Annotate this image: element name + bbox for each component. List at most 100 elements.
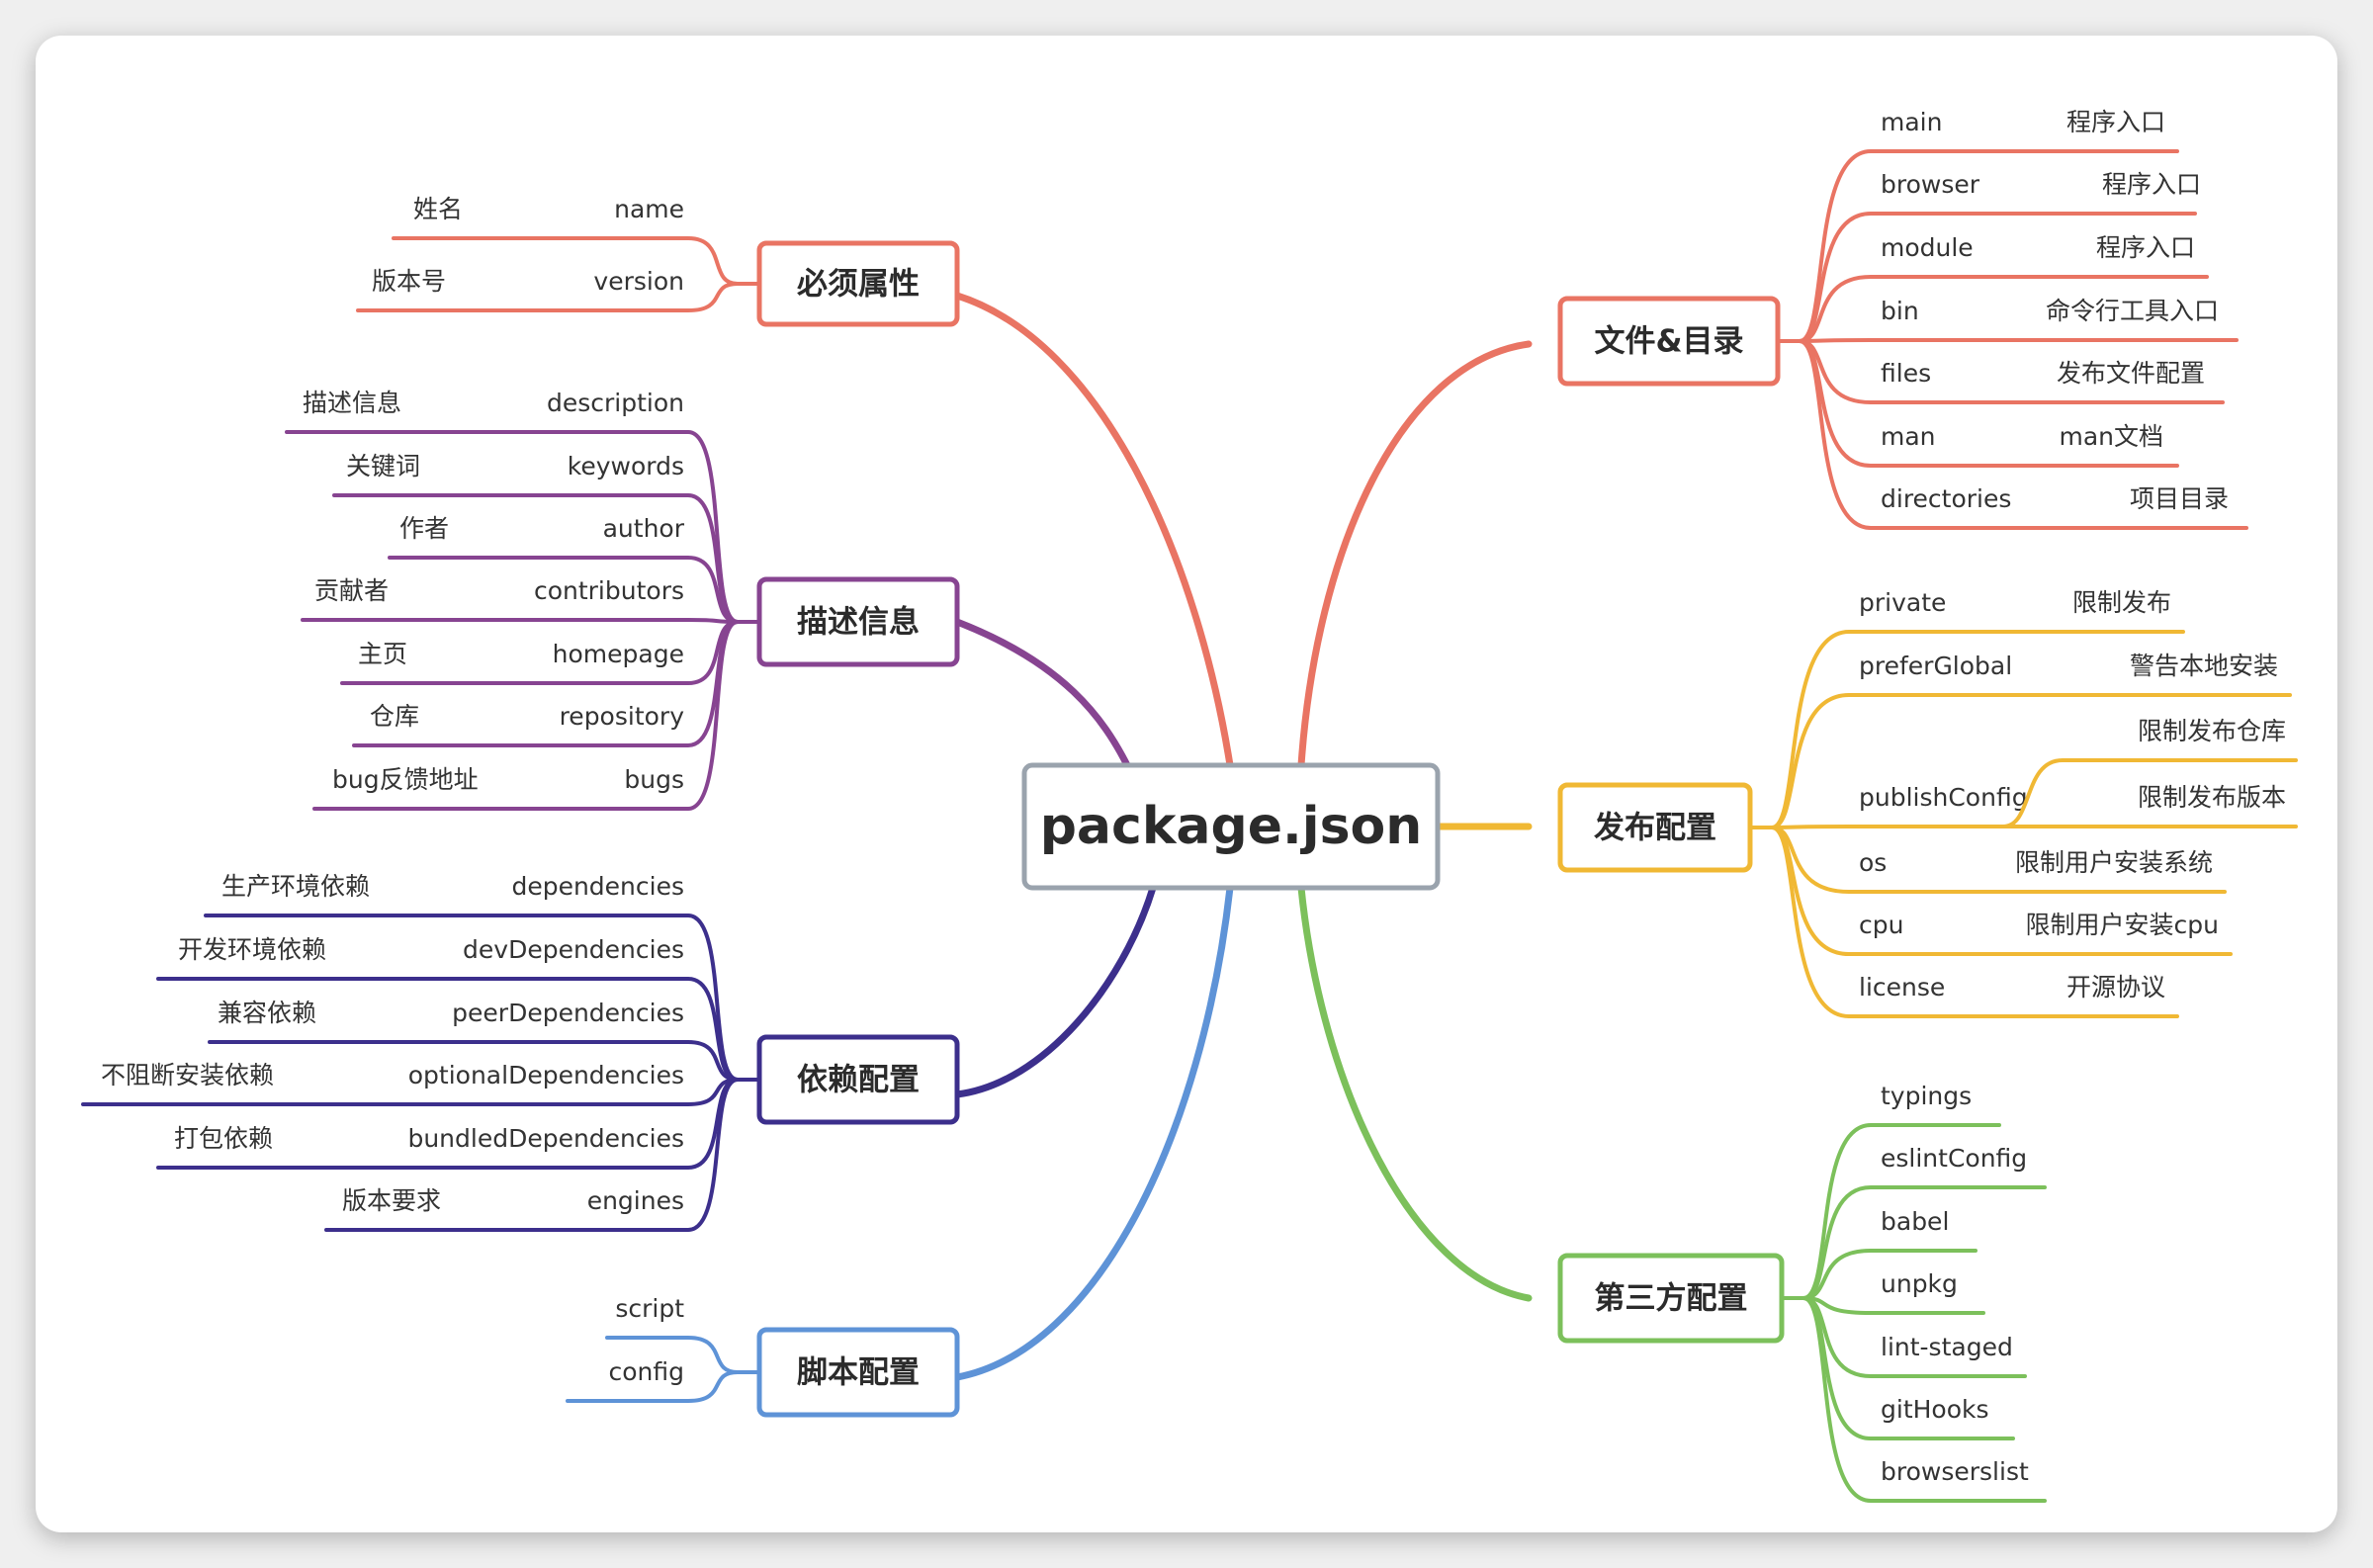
leaf-key: keywords xyxy=(568,452,684,480)
screenshot-frame: package.json 必须属性 name 姓名 version 版本号描述信息 desc… xyxy=(36,36,2337,1532)
leaf-connector xyxy=(1770,825,2005,829)
leaf-key: author xyxy=(603,514,685,543)
leaf-desc: 生产环境依赖 xyxy=(221,872,370,901)
leaf-key: bugs xyxy=(624,765,684,794)
leaf-key: config xyxy=(608,1357,684,1386)
leaf-key: homepage xyxy=(553,640,684,668)
leaf-desc: 版本号 xyxy=(372,267,446,296)
leaf-desc: 警告本地安装 xyxy=(2130,652,2278,680)
leaf-key: version xyxy=(593,267,684,296)
leaf-desc: 兼容依赖 xyxy=(218,999,316,1027)
leaf-connector xyxy=(208,1040,740,1082)
leaf-desc: 作者 xyxy=(399,514,449,543)
branch-connector-third_party xyxy=(1297,884,1533,1302)
leaf-connector xyxy=(332,493,740,624)
leaf-key: babel xyxy=(1881,1207,1949,1236)
sub-leaf-label: 限制发布版本 xyxy=(2138,783,2286,812)
leaf-desc: 限制用户安装cpu xyxy=(2026,911,2219,939)
leaf-key: name xyxy=(614,195,684,223)
leaf-desc: 开发环境依赖 xyxy=(178,935,326,964)
leaf-connector xyxy=(1798,338,2239,343)
branch-connector-description xyxy=(953,618,1132,771)
branch-connector-files xyxy=(1297,340,1533,769)
leaf-connector xyxy=(156,977,740,1082)
branch-label-publish: 发布配置 xyxy=(1593,811,1716,846)
leaf-desc: man文档 xyxy=(2059,422,2163,451)
sub-leaf-connector xyxy=(2001,758,2298,828)
leaf-key: module xyxy=(1881,233,1974,262)
connector-layer xyxy=(953,292,1533,1381)
leaf-desc: 主页 xyxy=(358,640,407,668)
branch-connector-scripts xyxy=(953,884,1234,1381)
leaf-desc: 限制发布 xyxy=(2072,588,2171,617)
leaf-key: dependencies xyxy=(511,872,684,901)
leaf-key: devDependencies xyxy=(463,935,684,964)
leaf-key: description xyxy=(547,389,684,417)
leaf-key: license xyxy=(1859,973,1945,1002)
leaf-key: typings xyxy=(1881,1082,1972,1110)
leaf-desc: 发布文件配置 xyxy=(2057,359,2205,388)
branch-dependencies: 依赖配置 xyxy=(756,1034,960,1125)
branch-label-scripts: 脚本配置 xyxy=(797,1355,920,1391)
branch-scripts: 脚本配置 xyxy=(756,1327,960,1418)
leaf-connector xyxy=(1770,826,2179,1018)
leaf-connector xyxy=(1770,693,2292,829)
branch-label-dependencies: 依赖配置 xyxy=(797,1063,920,1098)
leaf-desc: 关键词 xyxy=(346,452,420,480)
leaf-key: browser xyxy=(1881,170,1980,199)
leaf-connector xyxy=(1802,1249,1978,1300)
leaf-key: eslintConfig xyxy=(1881,1144,2027,1173)
root-node: package.json xyxy=(1021,762,1441,891)
leaf-connector xyxy=(388,556,740,624)
branch-description: 描述信息 xyxy=(756,576,960,667)
leaf-connector xyxy=(356,282,740,312)
leaf-desc: 描述信息 xyxy=(303,389,401,417)
leaf-connector xyxy=(1802,1185,2047,1300)
leaf-key: script xyxy=(615,1294,684,1323)
branch-label-description: 描述信息 xyxy=(797,605,920,641)
leaf-key: optionalDependencies xyxy=(408,1061,684,1089)
leaf-connector xyxy=(605,1336,740,1374)
leaf-connector xyxy=(392,236,740,286)
leaf-desc: 项目目录 xyxy=(2130,484,2229,513)
leaf-desc: 限制用户安装系统 xyxy=(2015,848,2213,877)
leaf-key: browserslist xyxy=(1881,1457,2029,1486)
leaf-key: unpkg xyxy=(1881,1269,1958,1298)
leaf-key: peerDependencies xyxy=(452,999,684,1027)
leaf-desc: 仓库 xyxy=(370,702,419,731)
leaf-desc: 打包依赖 xyxy=(174,1124,273,1153)
leaf-desc: 不阻断安装依赖 xyxy=(101,1061,274,1089)
leaf-connector xyxy=(1798,339,2248,530)
leaf-key: publishConfig xyxy=(1859,783,2028,812)
branch-label-required: 必须属性 xyxy=(797,267,920,303)
leaf-connector xyxy=(566,1370,740,1403)
branch-connector-dependencies xyxy=(953,884,1157,1098)
leaf-connector xyxy=(1798,212,2197,343)
branch-connector-required xyxy=(953,292,1234,769)
leaf-key: private xyxy=(1859,588,1946,617)
root-box xyxy=(1021,762,1441,891)
root-label: package.json xyxy=(1040,797,1423,856)
leaf-key: gitHooks xyxy=(1881,1395,1989,1424)
leaf-key: man xyxy=(1881,422,1936,451)
branch-label-files: 文件&目录 xyxy=(1594,324,1743,360)
leaf-desc: 程序入口 xyxy=(2066,108,2165,136)
leaf-connector xyxy=(1802,1296,1985,1315)
leaf-key: files xyxy=(1881,359,1931,388)
leaf-key: preferGlobal xyxy=(1859,652,2012,680)
leaf-key: engines xyxy=(587,1186,684,1215)
leaf-connector xyxy=(301,618,740,624)
leaf-connector xyxy=(312,620,740,811)
leaf-desc: 版本要求 xyxy=(342,1186,441,1215)
leaf-desc: 命令行工具入口 xyxy=(2046,297,2219,325)
leaf-key: bundledDependencies xyxy=(407,1124,684,1153)
leaf-connector xyxy=(1802,1296,2047,1503)
leaf-key: lint-staged xyxy=(1881,1333,2013,1361)
branch-required: 必须属性 xyxy=(756,240,960,327)
leaf-desc: bug反馈地址 xyxy=(332,765,479,794)
leaf-connector xyxy=(1798,275,2209,343)
leaf-desc: 程序入口 xyxy=(2102,170,2201,199)
leaf-desc: 姓名 xyxy=(413,195,463,223)
leaf-desc: 贡献者 xyxy=(314,576,389,605)
leaf-connector xyxy=(324,1078,740,1232)
